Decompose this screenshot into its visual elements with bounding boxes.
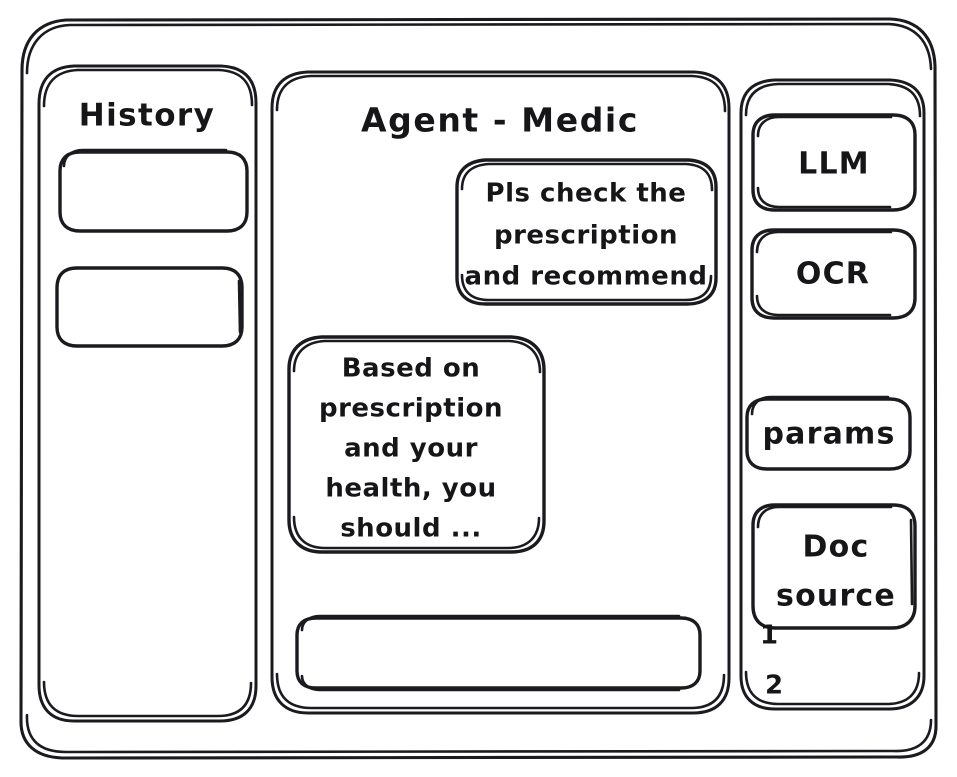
message-agent-line-3: and your [344, 434, 478, 464]
history-item-1[interactable] [58, 148, 250, 234]
tool-button-params-label: params [762, 417, 895, 452]
doc-source-list-item-1[interactable]: 1 [760, 621, 779, 651]
history-panel [37, 64, 258, 723]
message-user-line-1: Pls check the [486, 179, 687, 209]
tools-panel [739, 78, 926, 711]
message-agent-line-1: Based on [342, 354, 481, 384]
message-user-line-3: and recommend [465, 262, 708, 292]
tool-button-params[interactable]: params [745, 395, 913, 473]
app-window-frame [19, 17, 938, 760]
doc-source-list: 1 2 [760, 621, 784, 701]
history-heading: History [79, 98, 215, 134]
message-bubble-user: Pls check the prescription and recommend [455, 158, 718, 306]
tool-button-ocr-label: OCR [796, 257, 870, 292]
tool-button-llm-label: LLM [798, 147, 870, 182]
doc-source-line-1: Doc [803, 530, 870, 565]
doc-source-line-2: source [776, 579, 896, 614]
message-input[interactable] [295, 614, 702, 692]
doc-source-list-item-2[interactable]: 2 [765, 671, 784, 701]
history-item-2[interactable] [55, 264, 245, 350]
message-bubble-agent: Based on prescription and your health, y… [287, 335, 546, 554]
agent-panel-title: Agent - Medic [361, 101, 639, 140]
tool-button-ocr[interactable]: OCR [750, 227, 918, 322]
message-agent-line-5: should ... [340, 514, 482, 544]
message-agent-line-2: prescription [319, 394, 503, 424]
message-agent-line-4: health, you [325, 474, 496, 504]
tool-button-llm[interactable]: LLM [751, 112, 919, 214]
doc-source-box[interactable]: Doc source [751, 502, 919, 632]
message-user-line-2: prescription [494, 221, 678, 251]
agent-panel [270, 70, 731, 715]
